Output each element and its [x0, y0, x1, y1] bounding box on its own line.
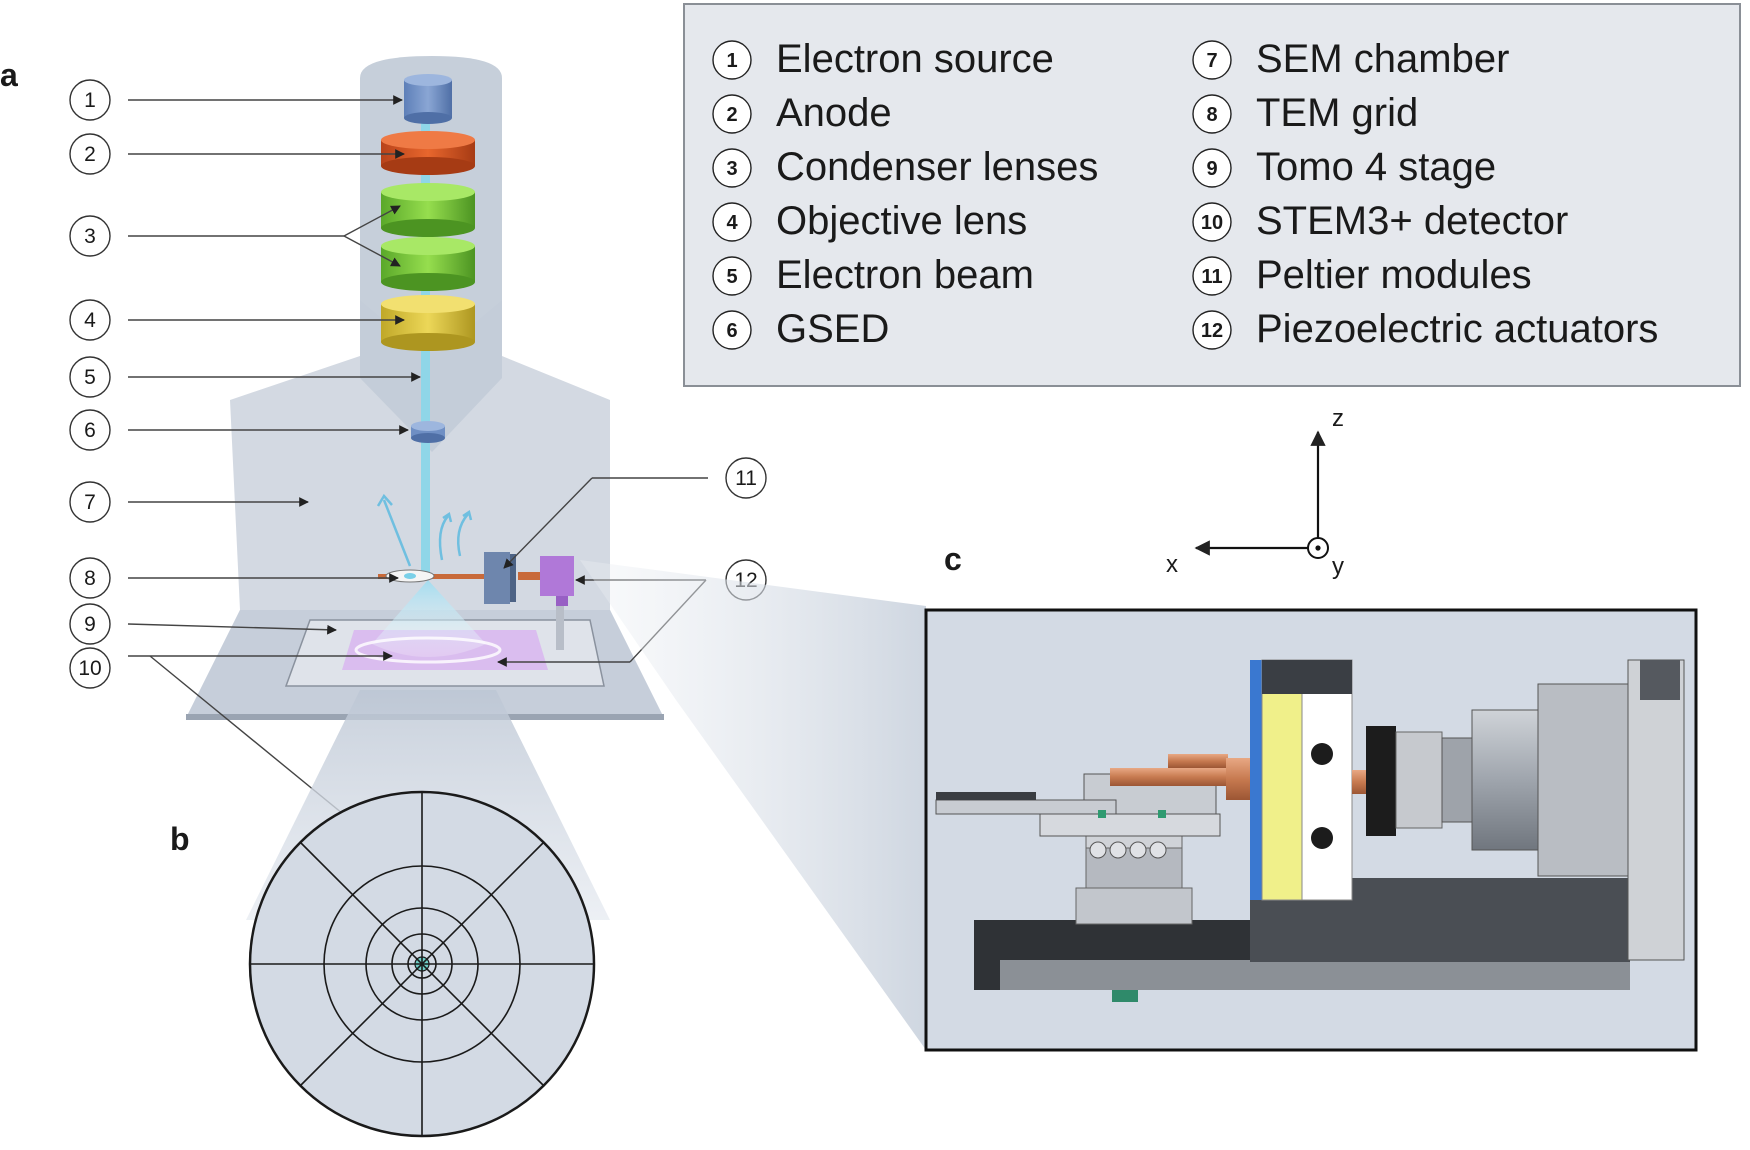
svg-text:Electron beam: Electron beam	[776, 253, 1034, 297]
callout-1: 1	[69, 79, 403, 121]
condenser-lens-lower	[381, 237, 475, 291]
axis-label-y: y	[1332, 553, 1344, 580]
callout-5: 5	[69, 356, 421, 398]
axis-label-z: z	[1332, 405, 1344, 432]
anode	[381, 131, 475, 175]
svg-text:2: 2	[84, 143, 96, 166]
axis-triad: z x y	[1166, 405, 1344, 580]
legend-item-9: 9 Tomo 4 stage	[1192, 145, 1496, 189]
panel-c-zoom-fan	[580, 560, 926, 1050]
svg-text:Condenser lenses: Condenser lenses	[776, 145, 1098, 189]
legend-item-7: 7 SEM chamber	[1192, 37, 1509, 81]
legend-item-1: 1 Electron source	[712, 37, 1054, 81]
svg-text:9: 9	[84, 613, 96, 636]
legend-item-4: 4 Objective lens	[712, 199, 1027, 243]
svg-text:7: 7	[84, 491, 96, 514]
legend-item-11: 11 Peltier modules	[1192, 253, 1532, 297]
objective-lens	[381, 295, 475, 351]
legend-item-8: 8 TEM grid	[1192, 91, 1418, 135]
legend-item-3: 3 Condenser lenses	[712, 145, 1098, 189]
svg-text:11: 11	[735, 467, 757, 490]
svg-text:GSED: GSED	[776, 307, 889, 351]
svg-text:4: 4	[726, 212, 738, 234]
callout-6: 6	[69, 409, 409, 451]
svg-text:7: 7	[1206, 50, 1217, 72]
segmented-detector	[248, 790, 596, 1138]
svg-text:6: 6	[84, 419, 96, 442]
svg-text:8: 8	[1206, 104, 1217, 126]
svg-text:12: 12	[1201, 320, 1223, 342]
callout-2: 2	[69, 133, 405, 175]
svg-text:3: 3	[84, 225, 96, 248]
svg-text:10: 10	[1201, 212, 1223, 234]
callout-8: 8	[69, 557, 399, 599]
svg-text:3: 3	[726, 158, 737, 180]
svg-text:1: 1	[726, 50, 737, 72]
svg-text:9: 9	[1206, 158, 1217, 180]
legend-item-6: 6 GSED	[712, 307, 889, 351]
panel-label-b: b	[170, 821, 190, 857]
axis-label-x: x	[1166, 551, 1178, 578]
callout-11: 11	[503, 457, 767, 569]
svg-text:11: 11	[1201, 266, 1222, 288]
condenser-lens-upper	[381, 183, 475, 237]
panel-label-a: a	[0, 57, 18, 93]
callout-3: 3	[69, 205, 401, 267]
gsed-detector	[411, 421, 445, 443]
svg-text:Piezoelectric actuators: Piezoelectric actuators	[1256, 307, 1658, 351]
svg-text:Objective lens: Objective lens	[776, 199, 1027, 243]
callout-7: 7	[69, 481, 309, 523]
scattered-electron-arrows	[376, 493, 473, 567]
callout-4: 4	[69, 299, 405, 341]
svg-text:6: 6	[726, 320, 737, 342]
svg-text:TEM grid: TEM grid	[1256, 91, 1418, 135]
callout-9: 9	[69, 603, 337, 645]
svg-text:5: 5	[84, 366, 96, 389]
svg-text:Electron source: Electron source	[776, 37, 1054, 81]
svg-text:Anode: Anode	[776, 91, 892, 135]
stem-detector-ring	[354, 636, 502, 664]
callout-10: 10	[69, 647, 393, 837]
svg-text:10: 10	[78, 657, 101, 680]
svg-text:Tomo 4 stage: Tomo 4 stage	[1256, 145, 1496, 189]
legend-item-10: 10 STEM3+ detector	[1192, 199, 1568, 243]
svg-text:8: 8	[84, 567, 96, 590]
stage-render	[924, 608, 1698, 1052]
svg-text:1: 1	[84, 89, 96, 112]
svg-text:4: 4	[84, 309, 96, 332]
svg-text:SEM chamber: SEM chamber	[1256, 37, 1509, 81]
legend-item-12: 12 Piezoelectric actuators	[1192, 307, 1658, 351]
panel-label-c: c	[944, 541, 962, 577]
electron-source	[404, 74, 452, 124]
svg-text:STEM3+ detector: STEM3+ detector	[1256, 199, 1568, 243]
svg-text:2: 2	[726, 104, 737, 126]
svg-text:5: 5	[726, 266, 737, 288]
piezo-actuator	[518, 556, 574, 650]
legend-item-5: 5 Electron beam	[712, 253, 1034, 297]
svg-text:Peltier modules: Peltier modules	[1256, 253, 1532, 297]
legend-item-2: 2 Anode	[712, 91, 892, 135]
